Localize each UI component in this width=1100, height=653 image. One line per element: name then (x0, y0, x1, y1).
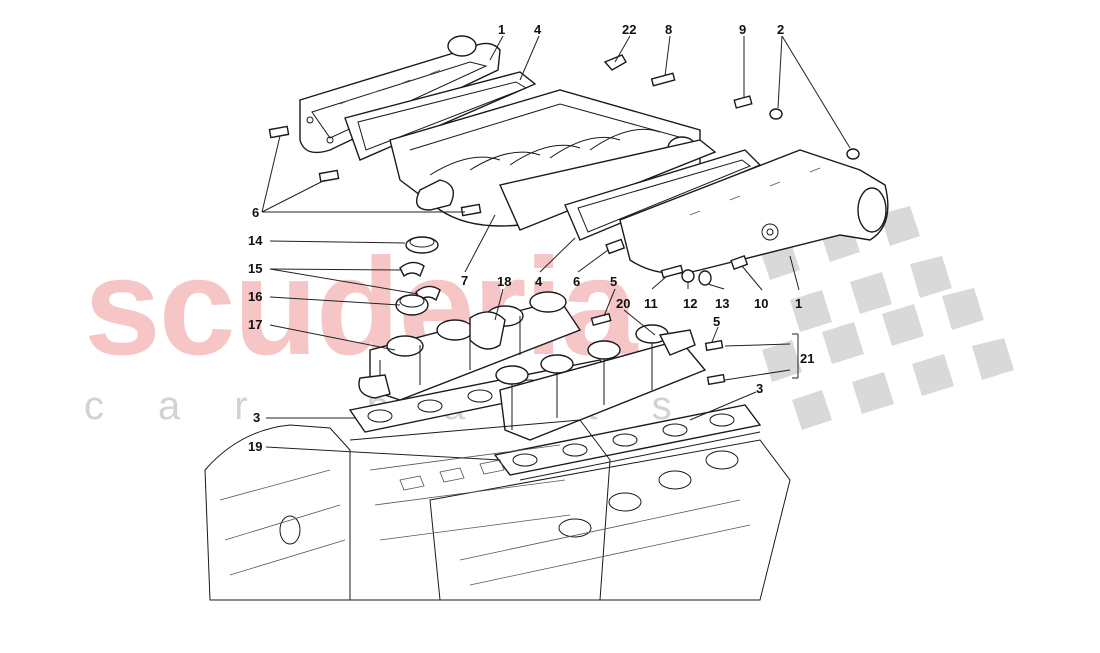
callout-7: 7 (461, 273, 468, 288)
callout-6-right: 6 (573, 274, 580, 289)
engine-block (204, 419, 791, 601)
intake-plenum-right (619, 149, 889, 275)
callout-3-right: 3 (756, 381, 763, 396)
leader-lines (261, 35, 851, 461)
throttle-bodies-right (495, 324, 707, 441)
callout-11: 11 (644, 296, 658, 311)
callout-1-top: 1 (498, 22, 505, 37)
manifold-gasket-right (493, 404, 762, 476)
callout-15: 15 (248, 261, 262, 276)
callout-4-top: 4 (534, 22, 542, 37)
seal-rings (395, 236, 441, 316)
callout-14: 14 (248, 233, 263, 248)
callout-20: 20 (616, 296, 630, 311)
callout-19: 19 (248, 439, 262, 454)
fasteners-top (268, 54, 860, 255)
throttle-bodies-left (358, 291, 582, 401)
callout-18: 18 (497, 274, 511, 289)
checkered-flag-watermark (760, 206, 1014, 430)
intake-manifold-body (389, 89, 701, 227)
callout-16: 16 (248, 289, 262, 304)
plenum-gasket-left (344, 71, 537, 161)
callout-12: 12 (683, 296, 697, 311)
callout-3-left: 3 (253, 410, 260, 425)
callout-labels: 1 4 22 8 9 2 6 14 15 16 17 3 19 7 18 4 6… (248, 22, 814, 454)
callout-10: 10 (754, 296, 768, 311)
callout-9: 9 (739, 22, 746, 37)
callout-5-lower: 5 (713, 314, 720, 329)
callout-5-upper: 5 (610, 274, 617, 289)
callout-4-bottom: 4 (535, 274, 543, 289)
callout-13: 13 (715, 296, 729, 311)
small-fittings (590, 254, 749, 386)
callout-21: 21 (800, 351, 814, 366)
callout-1-right: 1 (795, 296, 802, 311)
callout-17: 17 (248, 317, 262, 332)
callout-2: 2 (777, 22, 784, 37)
callout-8: 8 (665, 22, 672, 37)
callout-22: 22 (622, 22, 636, 37)
callout-6-left: 6 (252, 205, 259, 220)
